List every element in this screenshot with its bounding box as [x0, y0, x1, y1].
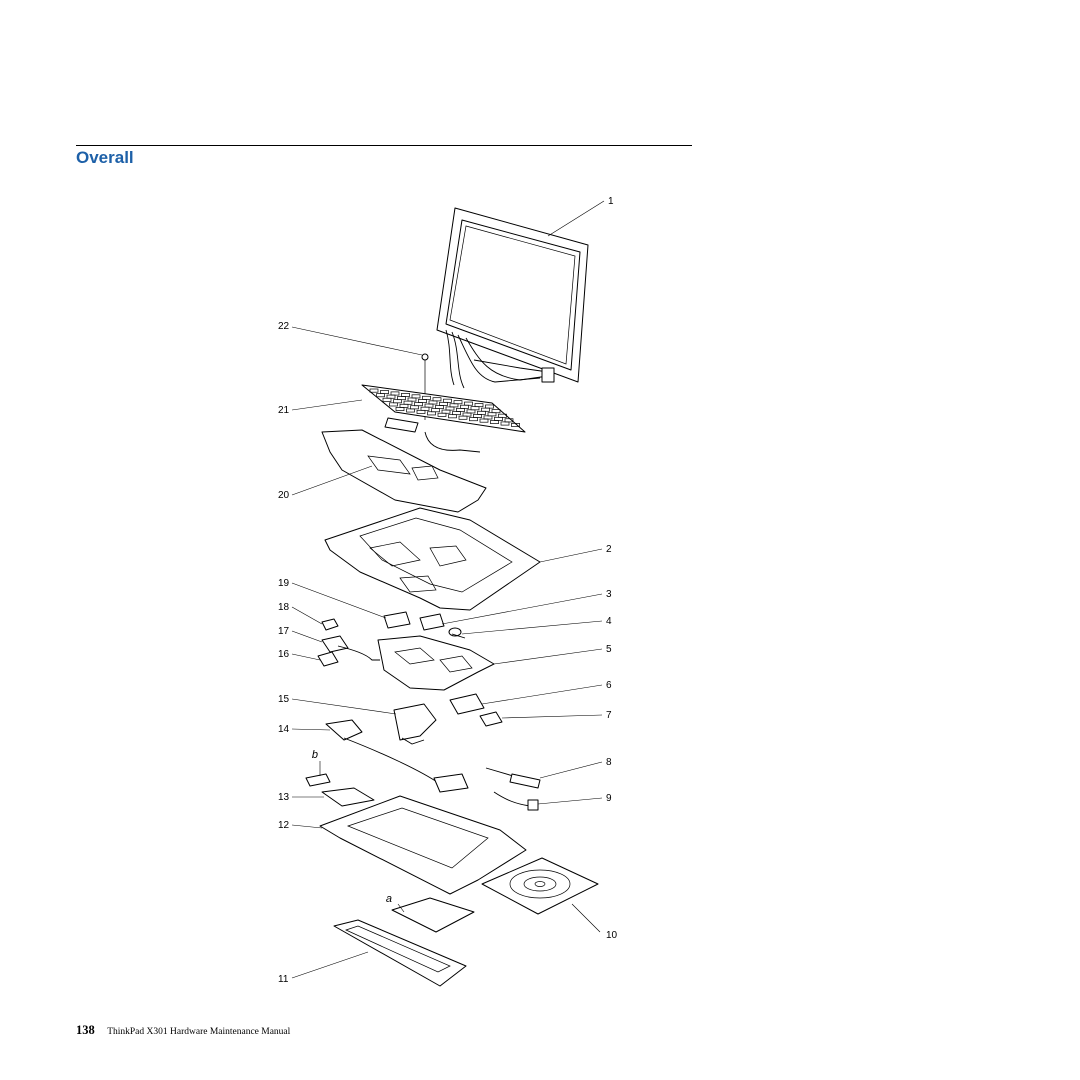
key: [448, 414, 457, 419]
callout-label-16: 16: [278, 649, 290, 660]
key: [382, 397, 392, 402]
speaker-part: [485, 767, 541, 789]
callout-label-20: 20: [278, 490, 290, 501]
leader-line: [291, 951, 369, 979]
key: [416, 409, 426, 414]
key: [458, 415, 468, 420]
key: [376, 393, 385, 398]
leader-line: [571, 903, 601, 933]
callout-label-9: 9: [606, 793, 612, 804]
key: [427, 411, 436, 416]
leader-line: [291, 582, 387, 619]
section-title: Overall: [76, 148, 134, 167]
part-letter-a: a: [386, 893, 392, 905]
bracket-part: [448, 627, 466, 639]
cover-part: [449, 693, 485, 715]
callout-label-5: 5: [606, 644, 612, 655]
callout-label-6: 6: [606, 680, 612, 691]
callout-label-2: 2: [606, 544, 612, 555]
leader-line: [397, 903, 405, 913]
key: [490, 420, 499, 425]
leader-line: [441, 593, 603, 625]
callout-label-18: 18: [278, 602, 290, 613]
part-a: [391, 897, 475, 933]
leader-line: [291, 824, 323, 829]
leader-line: [537, 797, 603, 805]
key: [369, 388, 379, 393]
lcd-assembly-part: [436, 207, 589, 389]
system-board-part: [377, 635, 495, 691]
base-frame-part: [324, 507, 541, 611]
leader-line: [291, 653, 321, 661]
callout-label-17: 17: [278, 626, 290, 637]
leader-line: [291, 728, 331, 731]
callout-label-4: 4: [606, 616, 612, 627]
page-footer: 138 ThinkPad X301 Hardware Maintenance M…: [76, 1021, 290, 1039]
page-number: 138: [76, 1023, 95, 1037]
leader-line: [501, 714, 603, 719]
leader-line: [539, 761, 603, 779]
callout-label-8: 8: [606, 757, 612, 768]
callout-label-13: 13: [278, 792, 290, 803]
battery-part: [333, 919, 467, 987]
leader-line: [291, 606, 323, 625]
leader-line: [291, 465, 373, 496]
manual-title: ThinkPad X301 Hardware Maintenance Manua…: [107, 1027, 291, 1037]
leader-line: [291, 698, 397, 715]
key: [437, 412, 447, 417]
key: [469, 417, 478, 422]
heat-sink-part: [393, 703, 437, 745]
leader-line: [481, 684, 603, 705]
optical-drive-part: [481, 857, 599, 915]
leader-line: [539, 548, 603, 563]
key: [395, 407, 405, 411]
callout-label-21: 21: [278, 405, 290, 416]
dc-in-part: [493, 791, 539, 811]
callout-label-3: 3: [606, 589, 612, 600]
callout-label-15: 15: [278, 694, 290, 705]
callout-label-14: 14: [278, 724, 290, 735]
base-cover-part: [319, 795, 527, 895]
callout-label-1: 1: [608, 196, 614, 207]
key: [500, 421, 510, 426]
key: [479, 418, 489, 423]
part-letter-b: b: [312, 749, 318, 761]
module-part: [479, 711, 503, 727]
part-b: [305, 773, 331, 787]
palm-rest-part: [321, 429, 487, 513]
leader-line: [547, 200, 605, 237]
keyboard-part: [361, 384, 526, 453]
connector-part: [321, 618, 339, 631]
card-part: [419, 613, 445, 631]
card-part: [383, 611, 411, 629]
callout-label-10: 10: [606, 930, 618, 941]
callout-label-11: 11: [278, 974, 289, 985]
callout-label-19: 19: [278, 578, 290, 589]
cable-part: [321, 635, 380, 661]
leader-line: [291, 630, 323, 643]
key: [389, 402, 398, 407]
fan-bracket-part: [325, 719, 441, 785]
leader-line: [291, 326, 423, 356]
leader-line: [493, 648, 603, 665]
hard-disk-part: [321, 773, 469, 807]
section-rule: [76, 145, 692, 146]
key: [406, 408, 415, 413]
screw-part: [421, 353, 429, 361]
leader-line: [461, 620, 603, 635]
key: [511, 423, 520, 427]
callout-label-12: 12: [278, 820, 290, 831]
callout-label-22: 22: [278, 321, 290, 332]
leader-line: [291, 399, 363, 411]
callout-label-7: 7: [606, 710, 612, 721]
bracket-part: [317, 651, 339, 667]
